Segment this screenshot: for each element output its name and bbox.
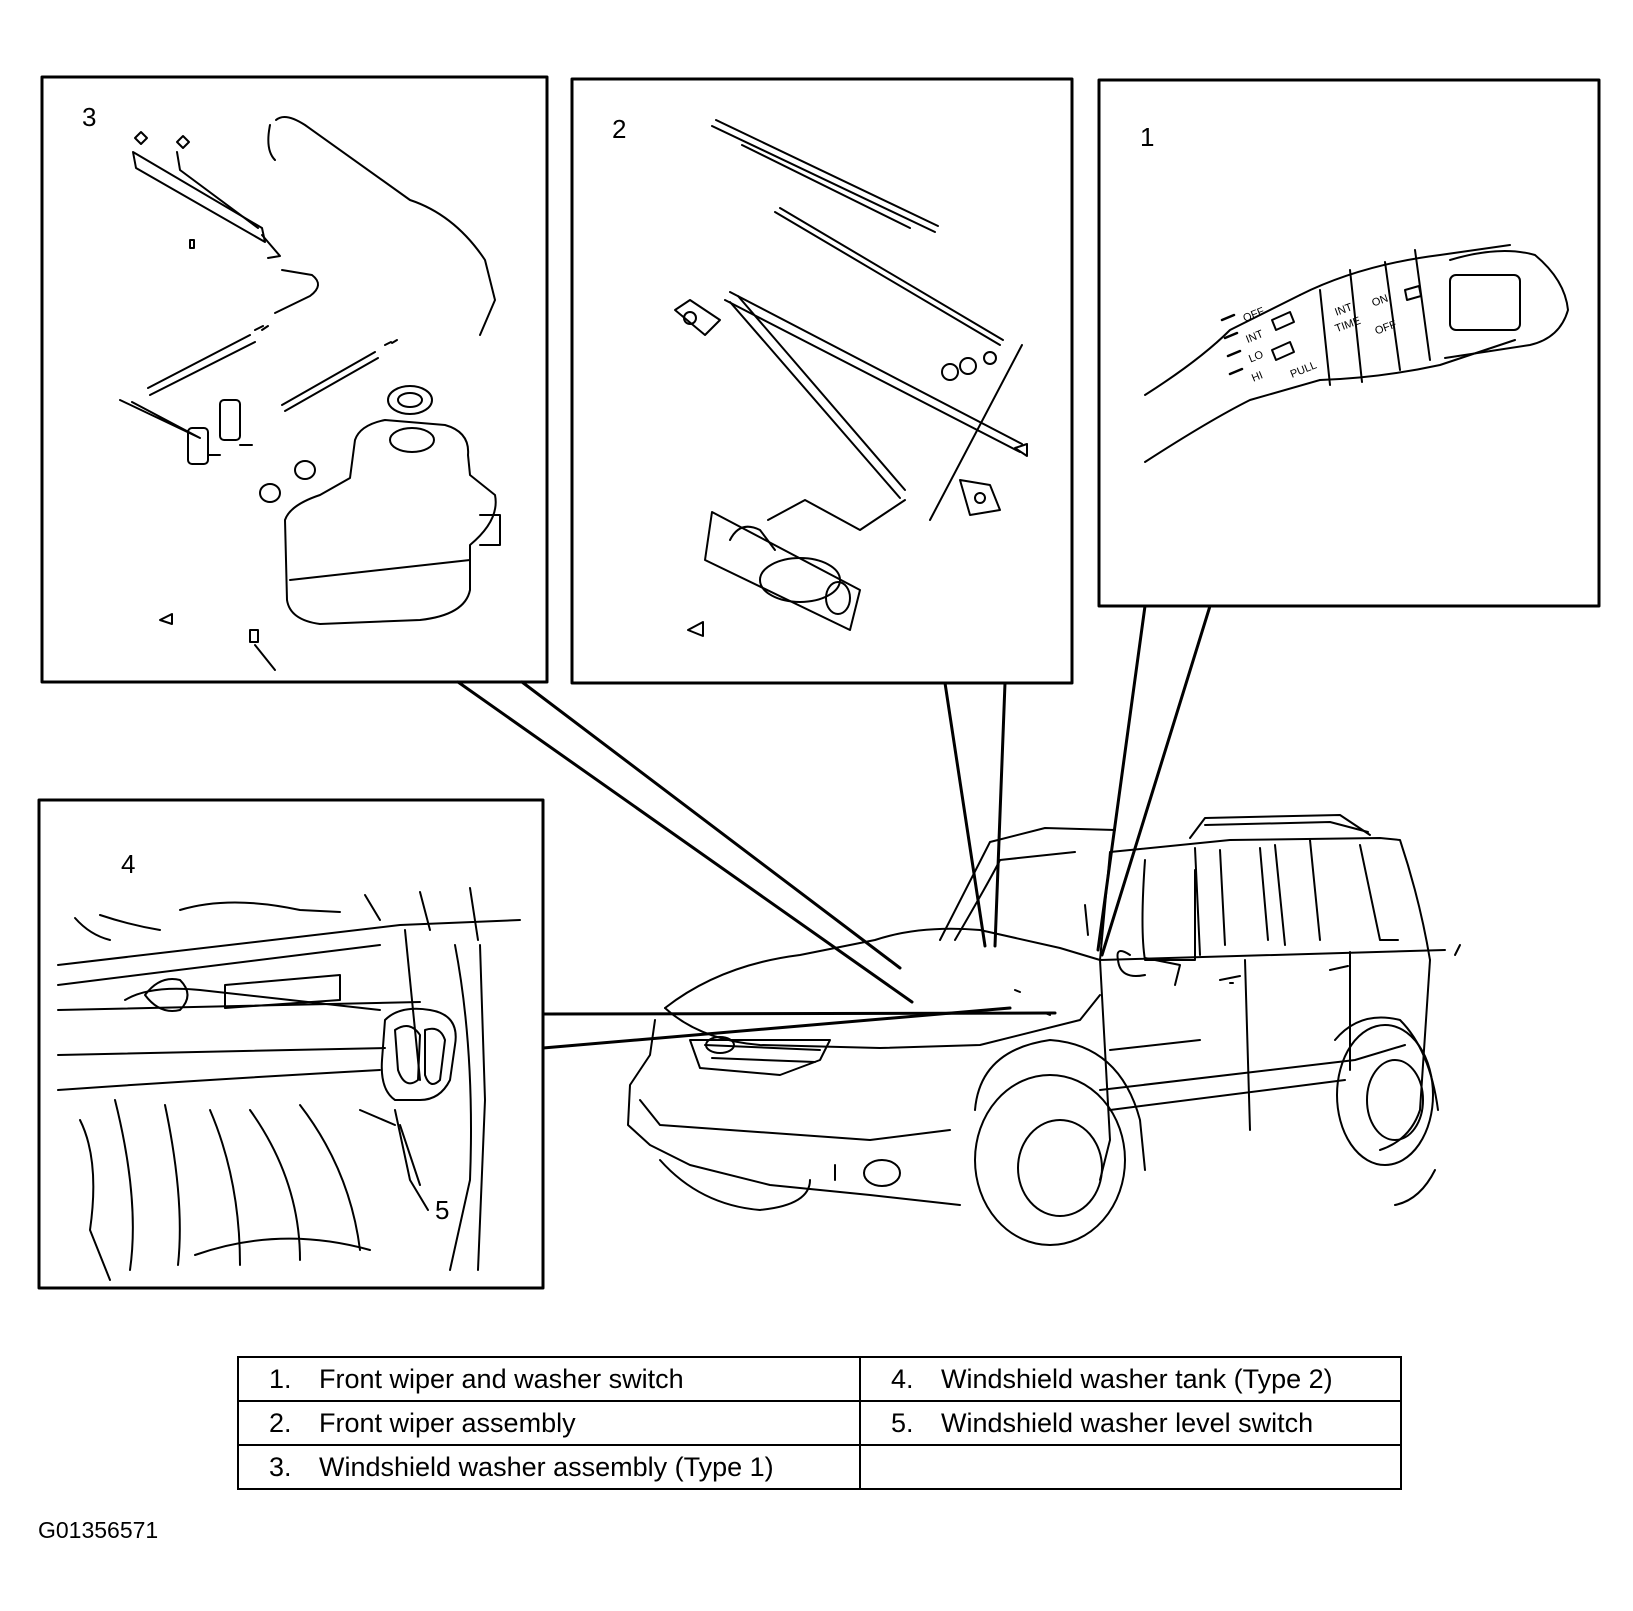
callout-3: 3 (82, 102, 97, 132)
figure-id: G01356571 (38, 1517, 159, 1543)
callout-5: 5 (435, 1195, 450, 1225)
callout-1: 1 (1140, 122, 1155, 152)
panel-2-frame (570, 77, 1074, 685)
wiper-assembly-drawing (674, 119, 1028, 637)
callout-4: 4 (121, 849, 136, 879)
washer-tank-type2-drawing (57, 887, 521, 1281)
legend-table: 1.Front wiper and washer switch 4.Windsh… (237, 1356, 1402, 1490)
legend-empty-cell (859, 1444, 1402, 1490)
legend-item-1: 1.Front wiper and washer switch (237, 1356, 861, 1402)
legend-item-2: 2.Front wiper assembly (237, 1400, 861, 1446)
legend-row: 2.Front wiper assembly 5.Windshield wash… (237, 1400, 1402, 1446)
legend-item-5: 5.Windshield washer level switch (859, 1400, 1402, 1446)
washer-assembly-drawing (119, 115, 501, 671)
legend-item-3: 3.Windshield washer assembly (Type 1) (237, 1444, 861, 1490)
legend-row: 3.Windshield washer assembly (Type 1) (237, 1444, 1402, 1490)
callout-2: 2 (612, 114, 627, 144)
panel-4-frame (37, 798, 545, 1290)
legend-item-4: 4.Windshield washer tank (Type 2) (859, 1356, 1402, 1402)
panel-3-frame (40, 75, 549, 684)
panel-1-frame (1097, 78, 1601, 608)
legend-row: 1.Front wiper and washer switch 4.Windsh… (237, 1356, 1402, 1402)
vehicle-drawing (627, 814, 1461, 1246)
wiper-switch-drawing (1144, 244, 1569, 463)
